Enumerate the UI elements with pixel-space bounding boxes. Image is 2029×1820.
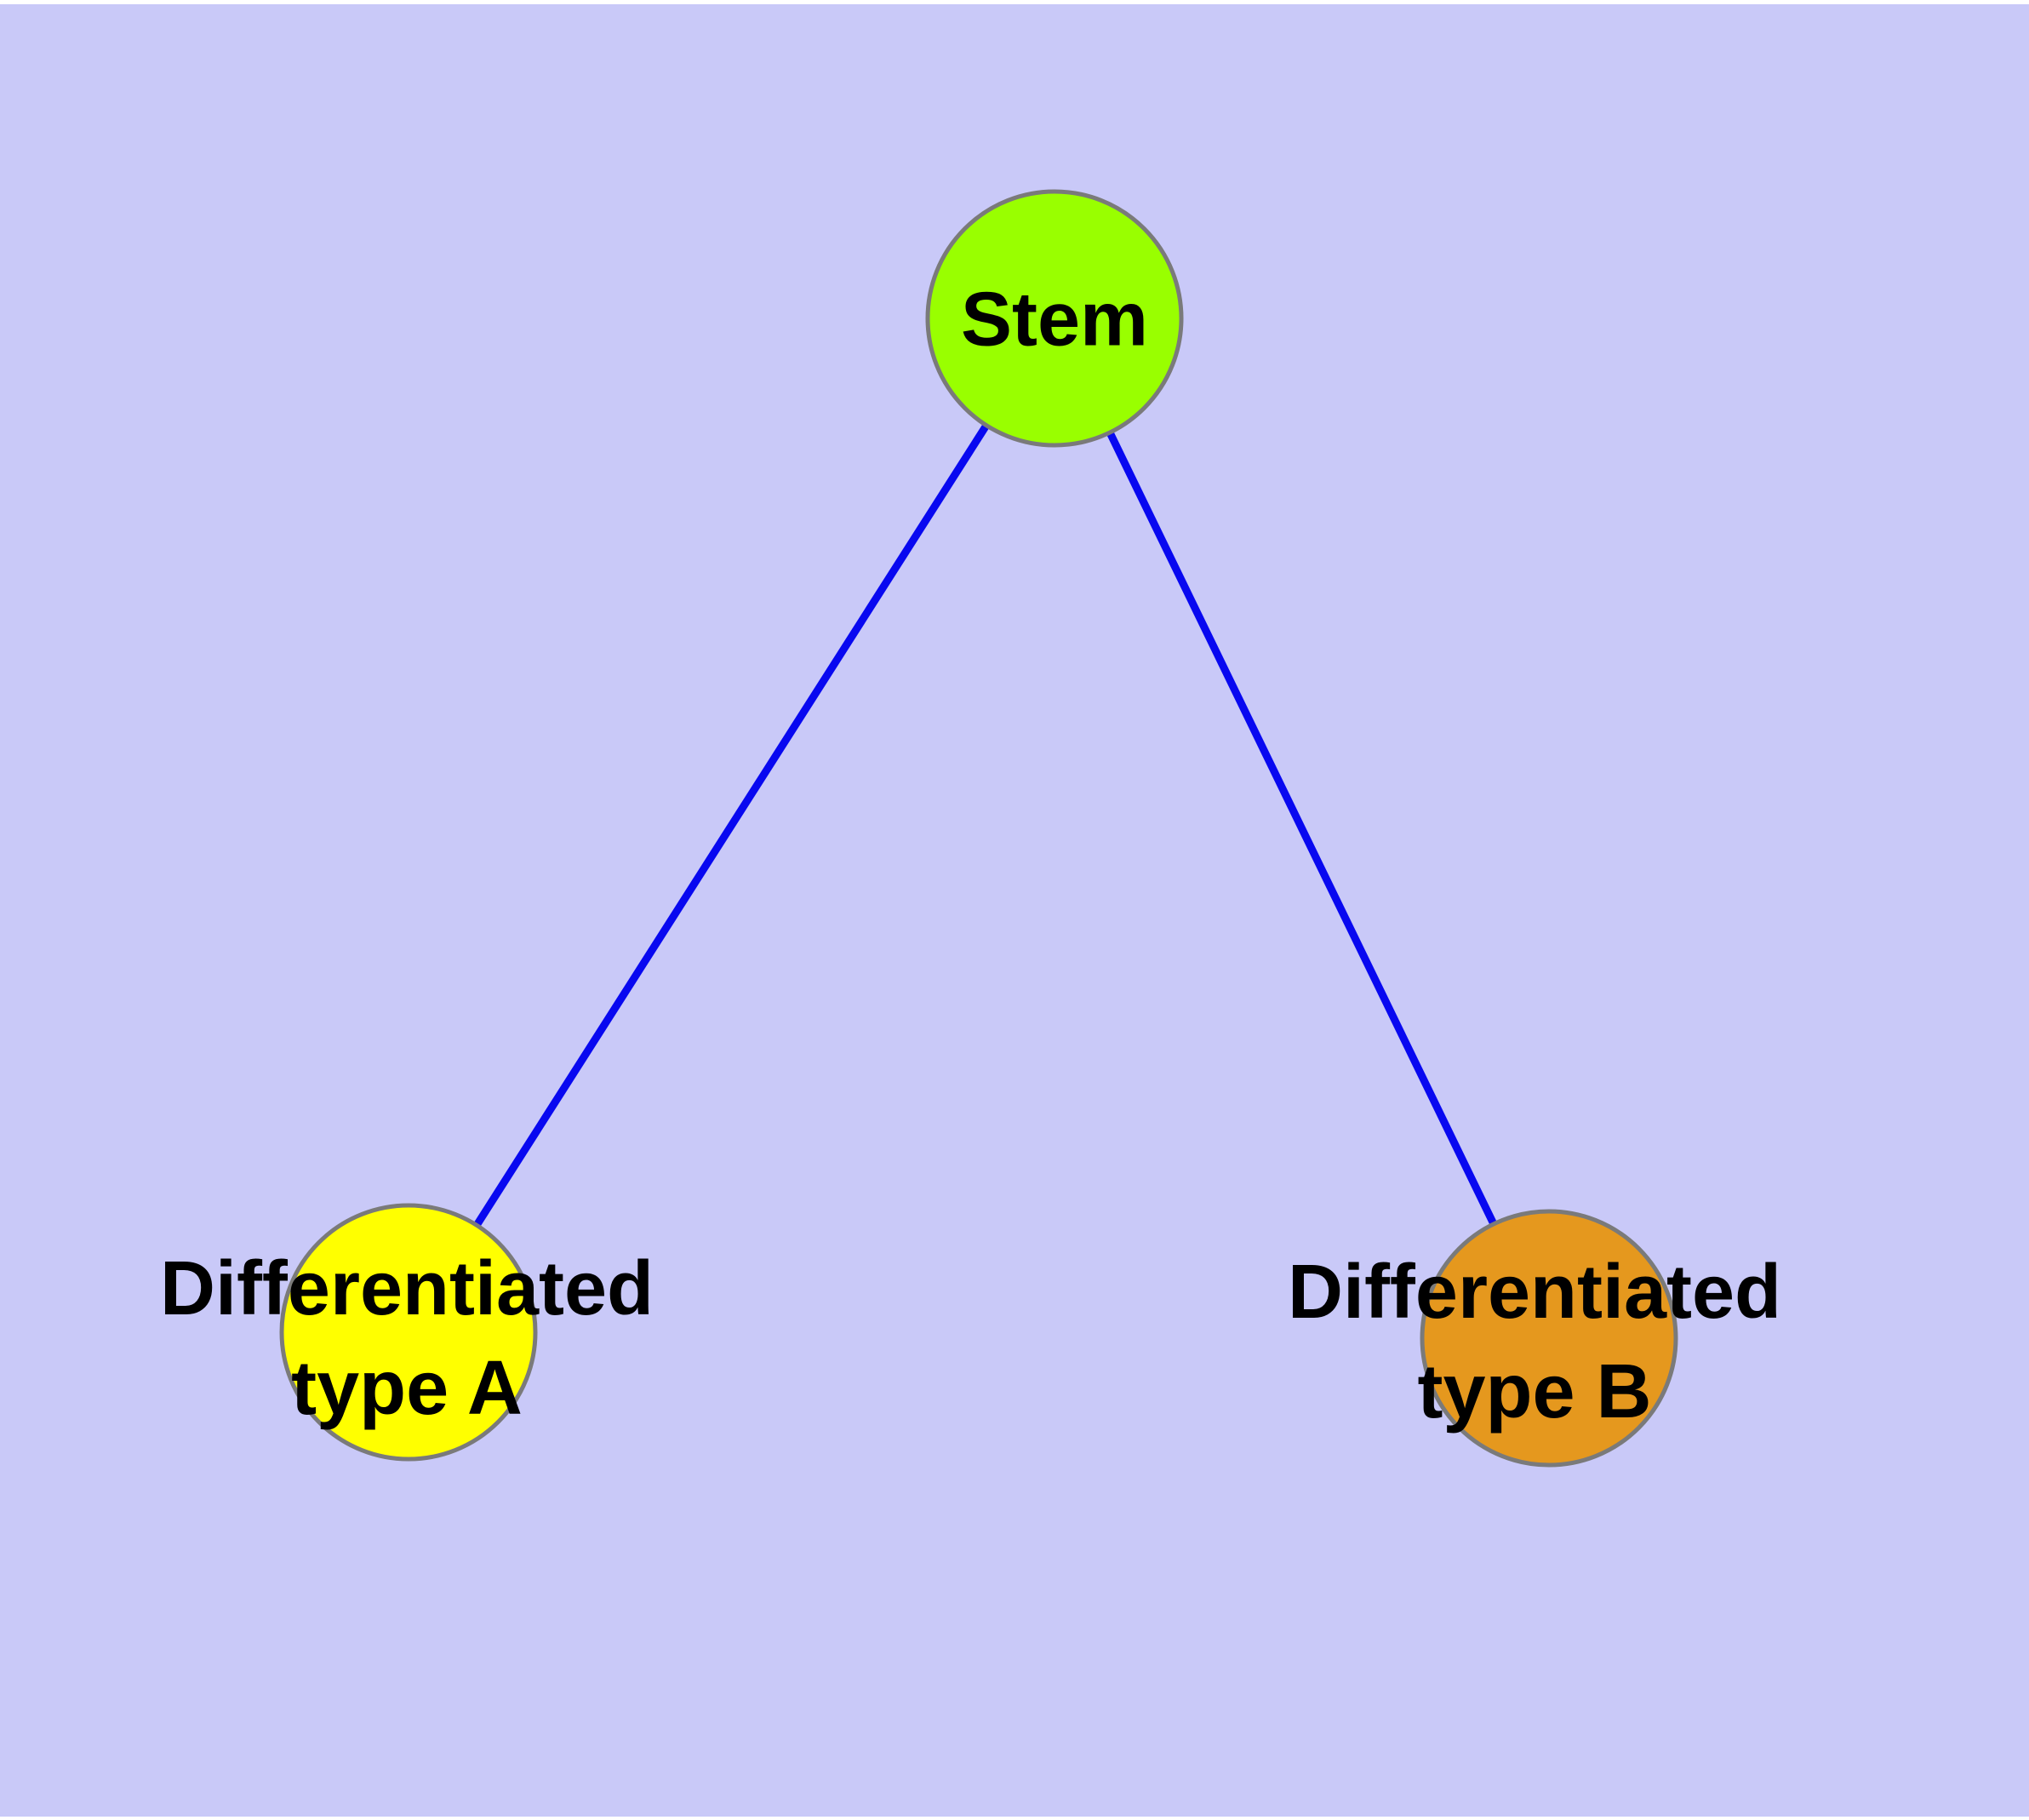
plot-canvas: Stem Differentiated type A Differentiate… <box>0 4 2029 1817</box>
node-stem-circle <box>925 189 1184 448</box>
node-type-b-circle <box>1420 1209 1678 1468</box>
edge-stem-to-type-a <box>405 316 1058 1335</box>
edge-stem-to-type-b <box>1050 317 1553 1340</box>
node-type-a-circle <box>279 1203 538 1462</box>
graph-layer <box>279 189 1678 1468</box>
